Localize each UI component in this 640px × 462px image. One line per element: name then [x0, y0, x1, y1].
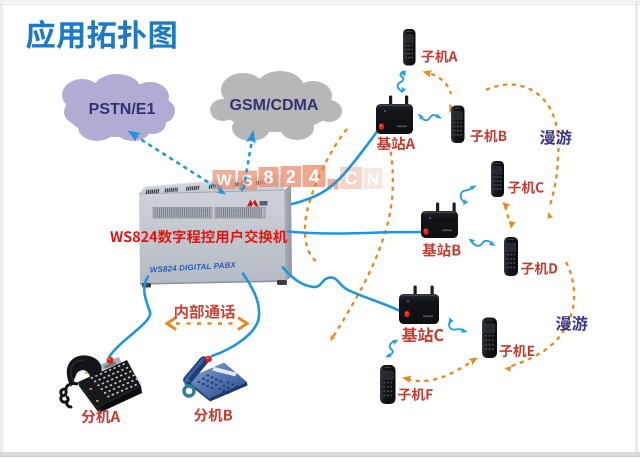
svg-text:GSM/CDMA: GSM/CDMA: [230, 97, 319, 114]
svg-text:N: N: [367, 170, 379, 189]
svg-text:PSTN/E1: PSTN/E1: [89, 101, 156, 118]
svg-text:2: 2: [286, 167, 296, 187]
svg-text:8: 8: [263, 168, 273, 188]
svg-text:S: S: [242, 173, 253, 190]
svg-text:4: 4: [309, 167, 320, 188]
svg-text:C: C: [345, 169, 358, 189]
svg-text:W: W: [216, 173, 232, 190]
